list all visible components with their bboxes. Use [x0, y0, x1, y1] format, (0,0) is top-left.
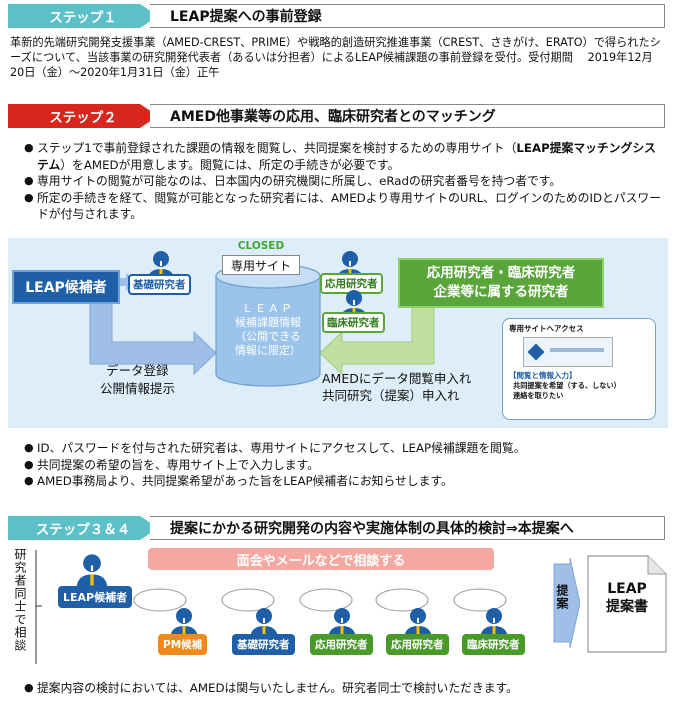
step2-bullets: ステップ1で事前登録された課題の情報を閲覧し、共同提案を検討するための専用サイト…	[24, 140, 664, 223]
step2-bullet-1: ステップ1で事前登録された課題の情報を閲覧し、共同提案を検討するための専用サイト…	[24, 140, 664, 173]
cylinder-text: ＬＥＡＰ 候補課題情報 （公開できる 情報に限定）	[216, 302, 320, 358]
step1-body: 革新的先端研究開発支援事業（AMED-CREST、PRIME）や戦略的創造研究推…	[10, 36, 661, 79]
site-thumbnail	[523, 337, 613, 367]
person-label-clinical: 臨床研究者	[462, 634, 525, 655]
step2-tag: ステップ２	[8, 104, 158, 128]
step2-bullet-3: 所定の手続きを経て、閲覧が可能となった研究者には、AMEDより専用サイトのURL…	[24, 190, 664, 223]
step1-tag: ステップ１	[8, 4, 158, 28]
left-caption-1: データ登録	[106, 363, 169, 378]
leap-candidate-person-icon	[76, 554, 108, 590]
closed-label: CLOSED	[237, 240, 285, 252]
person-label-pm: PM候補	[158, 634, 208, 655]
after-bullet-3: AMED事務局より、共同提案希望があった旨をLEAP候補者にお知らせします。	[24, 473, 664, 490]
site-access-line-1: 共同提案を希望（する、しない）	[513, 381, 621, 390]
step2-bullets-after: ID、パスワードを付与された研究者は、専用サイトにアクセスして、LEAP候補課題…	[24, 440, 664, 490]
site-label: 専用サイト	[222, 255, 300, 275]
green-box-line-2: 企業等に属する研究者	[433, 284, 569, 300]
doc-line-1: LEAP	[607, 581, 647, 597]
right-caption: AMEDにデータ閲覧申入れ 共同研究（提案）申入れ	[322, 370, 471, 404]
proposal-arrow-icon	[553, 558, 580, 648]
step34-footer: 提案内容の検討においては、AMEDは関与いたしません。研究者同士で検討いただきま…	[24, 680, 664, 697]
cylinder-line-1: ＬＥＡＰ	[242, 302, 294, 315]
person-label-applied-2: 応用研究者	[386, 634, 449, 655]
cylinder-line-3: （公開できる	[235, 330, 301, 343]
site-access-line-2: 連絡を取りたい	[513, 391, 564, 400]
step2-title: AMED他事業等の応用、臨床研究者とのマッチング	[150, 104, 665, 128]
applied-clinical-box: 応用研究者・臨床研究者 企業等に属する研究者	[398, 258, 604, 308]
footer-bullet: 提案内容の検討においては、AMEDは関与いたしません。研究者同士で検討いただきま…	[24, 680, 664, 697]
site-thumbnail-bar	[550, 348, 604, 352]
cylinder-line-4: 情報に限定）	[235, 344, 301, 357]
basic-researcher-label: 基礎研究者	[128, 274, 191, 295]
leap-candidate-label: LEAP候補者	[58, 586, 133, 608]
site-access-panel: 専用サイトへアクセス 【閲覧と情報入力】 共同提案を希望（する、しない） 連絡を…	[502, 318, 656, 420]
consult-banner: 面会やメールなどで相談する	[148, 548, 494, 570]
left-caption-2: 公開情報提示	[100, 381, 176, 396]
right-caption-1: AMEDにデータ閲覧申入れ	[322, 371, 472, 386]
person-label-basic: 基礎研究者	[232, 634, 295, 655]
site-access-title: 専用サイトへアクセス	[509, 324, 584, 333]
left-caption: データ登録 公開情報提示	[100, 362, 175, 398]
step34-tag: ステップ３＆４	[8, 516, 158, 540]
right-caption-2: 共同研究（提案）申入れ	[322, 388, 460, 403]
researchers-consult-label: 研究者同士で相談	[13, 548, 27, 652]
step2-bullet-2: 専用サイトの閲覧が可能なのは、日本国内の研究機関に所属し、eRadの研究者番号を…	[24, 173, 664, 190]
applied-researcher-label: 応用研究者	[320, 273, 383, 294]
thought-clouds	[133, 588, 507, 612]
side-bracket	[35, 550, 42, 664]
green-box-line-1: 応用研究者・臨床研究者	[426, 265, 576, 281]
proposal-arrow-label: 提案	[555, 584, 569, 610]
proposal-document-text: LEAP 提案書	[590, 580, 664, 616]
step34-title: 提案にかかる研究開発の内容や実施体制の具体的検討⇒本提案へ	[150, 516, 665, 540]
leap-candidate-box: LEAP候補者	[12, 270, 120, 304]
clinical-researcher-label: 臨床研究者	[322, 312, 385, 333]
site-logo-icon	[527, 343, 545, 361]
after-bullet-2: 共同提案の希望の旨を、専用サイト上で入力します。	[24, 457, 664, 474]
site-access-heading: 【閲覧と情報入力】	[509, 371, 577, 380]
after-bullet-1: ID、パスワードを付与された研究者は、専用サイトにアクセスして、LEAP候補課題…	[24, 440, 664, 457]
step1-title: LEAP提案への事前登録	[150, 4, 665, 28]
proposal-document-icon	[587, 555, 667, 653]
cylinder-line-2: 候補課題情報	[235, 316, 301, 329]
doc-line-2: 提案書	[606, 599, 648, 615]
person-label-applied-1: 応用研究者	[310, 634, 373, 655]
